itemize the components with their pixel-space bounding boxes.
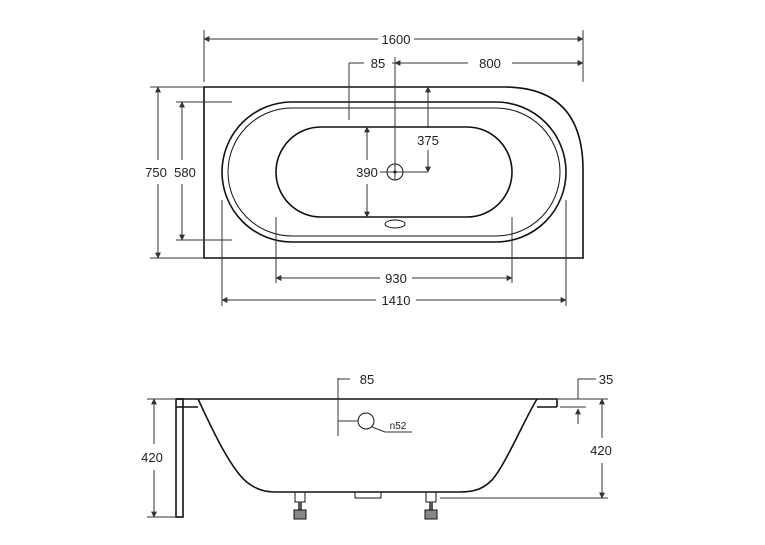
side-overflow-outlet (357, 412, 375, 430)
dim-label-750: 750 (145, 165, 167, 180)
side-apron-left (175, 398, 184, 518)
dim-label-85-side: 85 (360, 372, 374, 387)
side-foot-left (293, 491, 307, 520)
top-view: 1600 800 85 750 580 390 375 (145, 30, 584, 308)
tub-outer-outline (203, 86, 584, 259)
dim-label-1600: 1600 (382, 32, 411, 47)
dim-label-outlet: n52 (390, 421, 407, 432)
overflow-slot (384, 219, 406, 229)
dim-label-85-top: 85 (371, 56, 385, 71)
dim-label-420-left: 420 (141, 450, 163, 465)
dim-label-35: 35 (599, 372, 613, 387)
dim-label-800: 800 (479, 56, 501, 71)
dim-label-930: 930 (385, 271, 407, 286)
tub-rim-inner-outline (227, 107, 561, 237)
dim-label-420-right: 420 (590, 443, 612, 458)
dim-label-390: 390 (356, 165, 378, 180)
dim-label-375: 375 (417, 133, 439, 148)
side-outlet-leader (371, 426, 386, 433)
dim-label-580: 580 (174, 165, 196, 180)
side-foot-right (424, 491, 438, 520)
side-tub-body (197, 398, 538, 493)
tub-basin-outline (275, 126, 513, 218)
tub-rim-outline (221, 101, 567, 243)
side-view: n52 85 35 420 420 (141, 372, 613, 520)
dim-label-1410: 1410 (382, 293, 411, 308)
side-drain-bottom (354, 491, 382, 499)
